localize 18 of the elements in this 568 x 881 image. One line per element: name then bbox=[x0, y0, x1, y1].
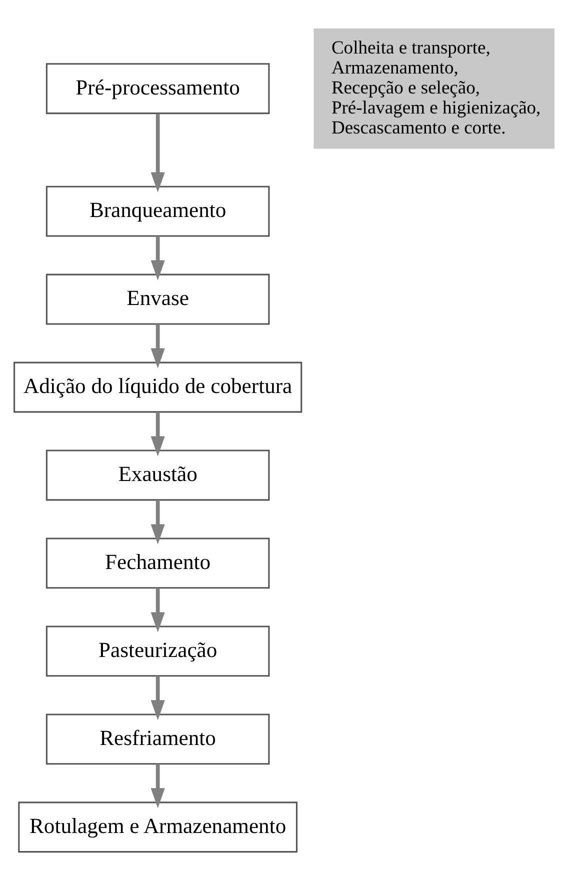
arrow bbox=[150, 412, 165, 456]
node-box: Colheita e transporte, Armazenamento, Recepção e seleção, Pré-lavagem e higienização, Descascamento e corte. bbox=[314, 28, 554, 149]
arrow bbox=[150, 114, 165, 192]
node-box: Adição do líquido de cobertura bbox=[14, 362, 302, 413]
node-box: Pré-processamento bbox=[46, 63, 270, 114]
node-box: Resfriamento bbox=[46, 714, 270, 765]
node-box: Exaustão bbox=[46, 450, 270, 501]
arrow bbox=[150, 500, 165, 544]
arrow bbox=[150, 764, 165, 808]
node-box: Rotulagem e Armazenamento bbox=[18, 802, 298, 853]
arrow bbox=[150, 676, 165, 720]
node-box: Fechamento bbox=[46, 538, 270, 589]
arrow bbox=[150, 236, 165, 280]
arrow bbox=[150, 324, 165, 368]
node-box: Pasteurização bbox=[46, 626, 270, 677]
node-box: Envase bbox=[46, 274, 270, 325]
arrow bbox=[150, 588, 165, 632]
node-box: Branqueamento bbox=[46, 186, 270, 237]
